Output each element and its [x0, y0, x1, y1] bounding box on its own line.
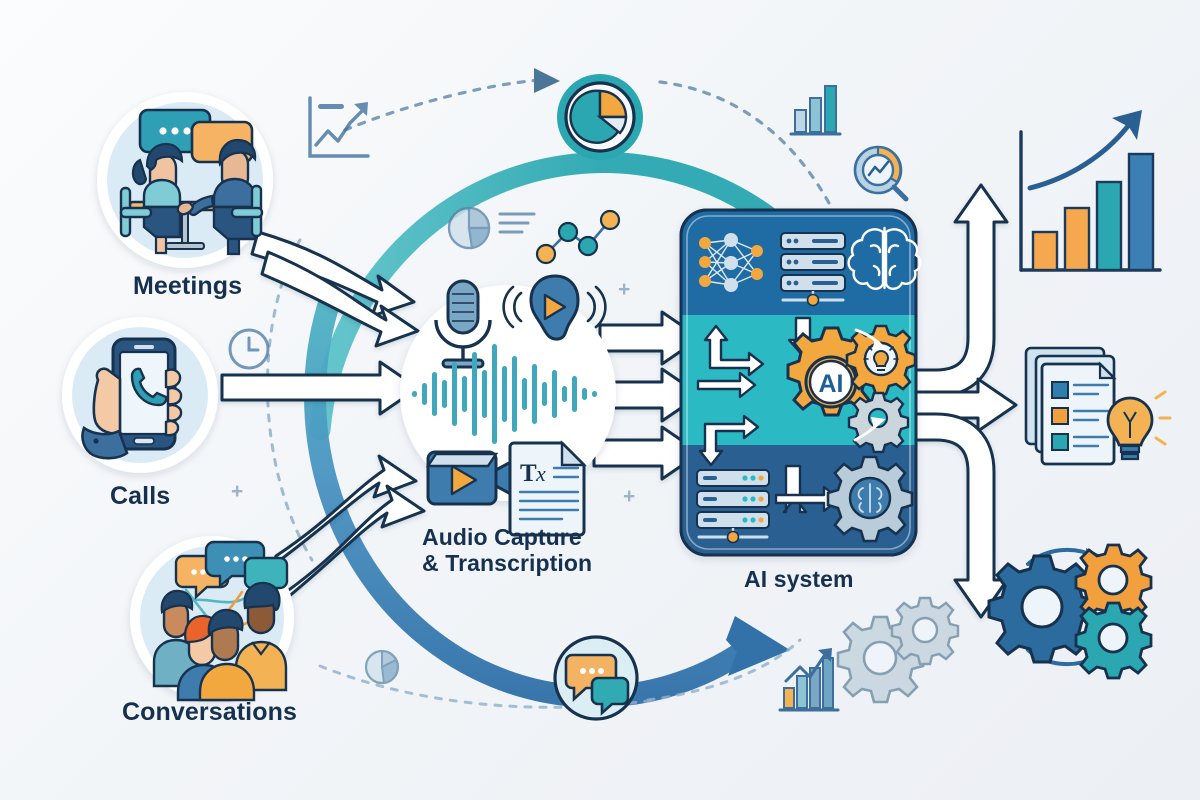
growth-bar-3: [1095, 180, 1123, 272]
flow-arrow-meetings-2: [260, 250, 420, 348]
report-bullet-2: [1051, 407, 1069, 425]
pie-slice-orange: [598, 89, 628, 119]
gray-gears-icon: [836, 596, 960, 704]
dashed-arc-bottom: [318, 664, 657, 709]
dashed-arc-top-right: [658, 80, 864, 284]
ai-core-gear-icon: AI: [786, 326, 877, 417]
center-label-audio-capture: Audio Capture & Transcription: [422, 524, 593, 576]
source-label-calls: Calls: [110, 482, 171, 510]
conversations-illustration: [152, 540, 289, 702]
gear-large-blue: [987, 554, 1097, 664]
plus-decoration-3: +: [623, 485, 636, 508]
server-rack-icon: [696, 469, 770, 544]
cycle-ring-lower: [304, 289, 756, 708]
ear-listening-play-icon: [502, 274, 607, 341]
svg-text:T: T: [520, 460, 537, 487]
growth-trend-arrow: [1027, 123, 1131, 191]
brain-gear-icon: [826, 455, 914, 543]
plus-decoration-1: +: [231, 480, 244, 503]
insight-lightbulb-icon: [1106, 390, 1172, 461]
ai-core-label: AI: [819, 370, 844, 398]
ai-system-label: AI system: [744, 566, 854, 592]
bar-chart-icon: [789, 85, 842, 136]
analytics-pie-node[interactable]: [557, 74, 643, 160]
source-label-meetings: Meetings: [133, 272, 243, 300]
neural-network-icon: [699, 233, 763, 292]
flow-arrow-conversations-2: [280, 484, 426, 604]
calls-illustration: [81, 337, 183, 460]
growth-bar-2: [1063, 206, 1091, 272]
svg-text:x: x: [535, 461, 546, 486]
flow-arrow-calls: [220, 360, 420, 416]
lightbulb-gear-icon: [845, 324, 917, 396]
report-bullet-1: [1051, 381, 1069, 399]
trend-bar-chart-icon: [778, 648, 840, 712]
report-bullet-3: [1051, 433, 1069, 451]
mini-pie-chart-icon: [447, 206, 491, 250]
hint-arrowhead-2: [871, 417, 886, 429]
audio-waveform-icon: [412, 344, 597, 444]
dashed-arc-top-left-arrowhead: [534, 68, 560, 93]
pie-slice-teal: [569, 89, 622, 144]
hint-arrowhead-1: [872, 339, 887, 351]
cycle-arrowhead: [726, 616, 790, 676]
clock-icon: [228, 328, 270, 370]
plus-decoration-2: +: [618, 278, 631, 301]
growth-bar-1: [1031, 230, 1059, 272]
text-lines-icon: [498, 212, 536, 234]
flow-arrow-conversations-1: [270, 454, 418, 568]
pie-slice-light: [596, 115, 628, 135]
dashed-arc-top-left: [343, 78, 542, 132]
dashed-arc-bottom-right: [646, 638, 802, 702]
chat-bubbles-node[interactable]: [553, 635, 639, 721]
gear-small-orange: [1074, 543, 1153, 622]
source-label-conversations: Conversations: [122, 698, 297, 726]
magnifier-analytics-icon: [853, 145, 909, 202]
meetings-illustration: [119, 108, 264, 256]
transcript-document-icon: T x: [508, 440, 587, 537]
gear-small-teal: [1074, 601, 1153, 680]
node-graph-icon: [535, 209, 621, 265]
brain-outline-icon: [847, 226, 922, 290]
growth-bar-4: [1127, 152, 1155, 272]
small-pie-chart-icon: [364, 649, 400, 685]
line-chart-icon: [308, 96, 370, 158]
server-stack-icon: [780, 232, 846, 307]
